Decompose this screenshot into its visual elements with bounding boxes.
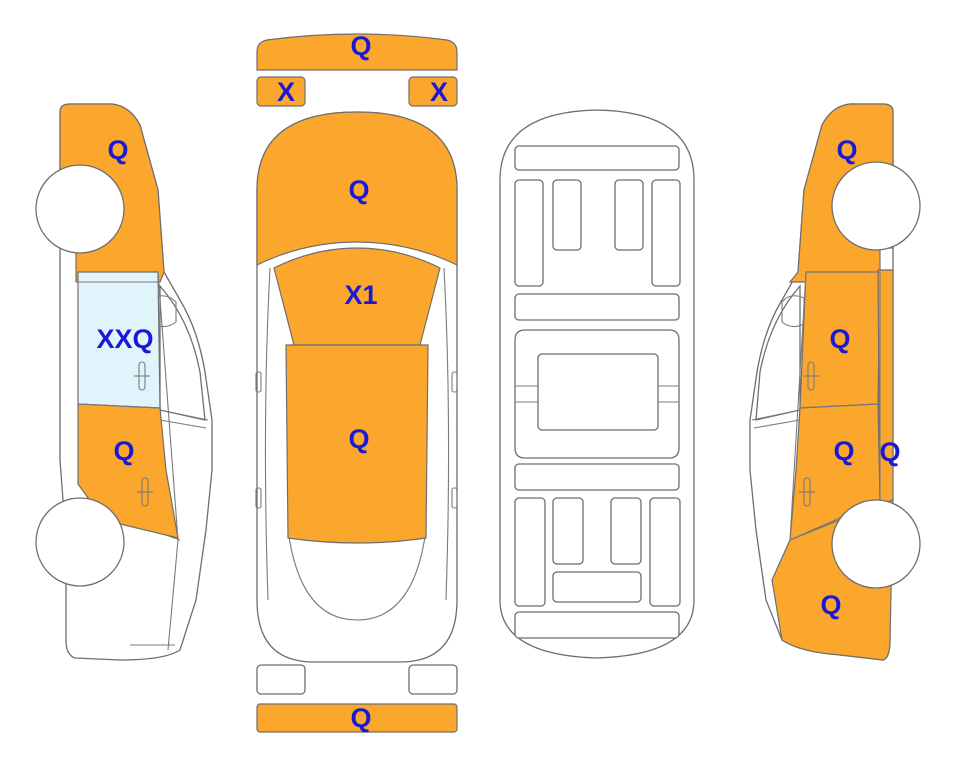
left-side-door-seams (76, 271, 179, 541)
windshield-panel (273, 247, 441, 346)
right-side-view: Q Q Q Q Q (749, 103, 921, 661)
hood-label: Q (348, 175, 369, 205)
left-headlight-label: X (277, 77, 295, 107)
top-right-handle-icon (451, 487, 458, 509)
top-left-mirror-icon (255, 371, 262, 393)
right-side-mirror (781, 295, 805, 328)
windshield-label: X1 (344, 280, 377, 310)
right-headlight-panel (408, 76, 458, 107)
front-bumper-panel (256, 33, 458, 71)
right-rear-quarter-label: Q (820, 590, 841, 620)
right-headlight-label: X (430, 77, 448, 107)
left-side-door-handles (134, 361, 153, 507)
right-front-wheel-icon (831, 161, 921, 251)
right-front-fender-label: Q (836, 135, 857, 165)
roof-panel (285, 344, 429, 544)
right-taillight-icon (408, 664, 458, 695)
left-taillight-icon (256, 664, 306, 695)
right-side-door-seams (789, 271, 881, 541)
top-view: Q X X Q X1 Q Q (255, 31, 458, 733)
top-left-handle-icon (255, 487, 262, 509)
top-right-mirror-icon (451, 371, 458, 393)
roof-label: Q (348, 424, 369, 454)
underbody-view (499, 109, 695, 659)
right-side-door-handles (799, 361, 819, 507)
left-headlight-panel (256, 76, 306, 107)
right-side-dark-region (755, 284, 801, 421)
rear-bumper-panel (256, 703, 458, 733)
right-rear-wheel-icon (831, 499, 921, 589)
left-rear-wheel-icon (35, 497, 125, 587)
front-bumper-label: Q (350, 31, 371, 61)
right-rear-door-label: Q (833, 436, 854, 466)
rear-bumper-label: Q (350, 703, 371, 733)
left-front-door-glass-label: XXQ (96, 324, 153, 354)
left-front-fender-label: Q (107, 135, 128, 165)
right-side-lines (751, 409, 801, 429)
left-side-lines (65, 409, 209, 651)
top-view-side-lines (264, 267, 450, 621)
left-front-wheel-icon (35, 164, 125, 254)
hood-panel (256, 111, 458, 266)
left-rear-door-label: Q (113, 436, 134, 466)
right-b-pillar-label: Q (879, 437, 900, 467)
right-front-door-label: Q (829, 324, 850, 354)
left-side-view: Q XXQ Q (35, 103, 213, 661)
